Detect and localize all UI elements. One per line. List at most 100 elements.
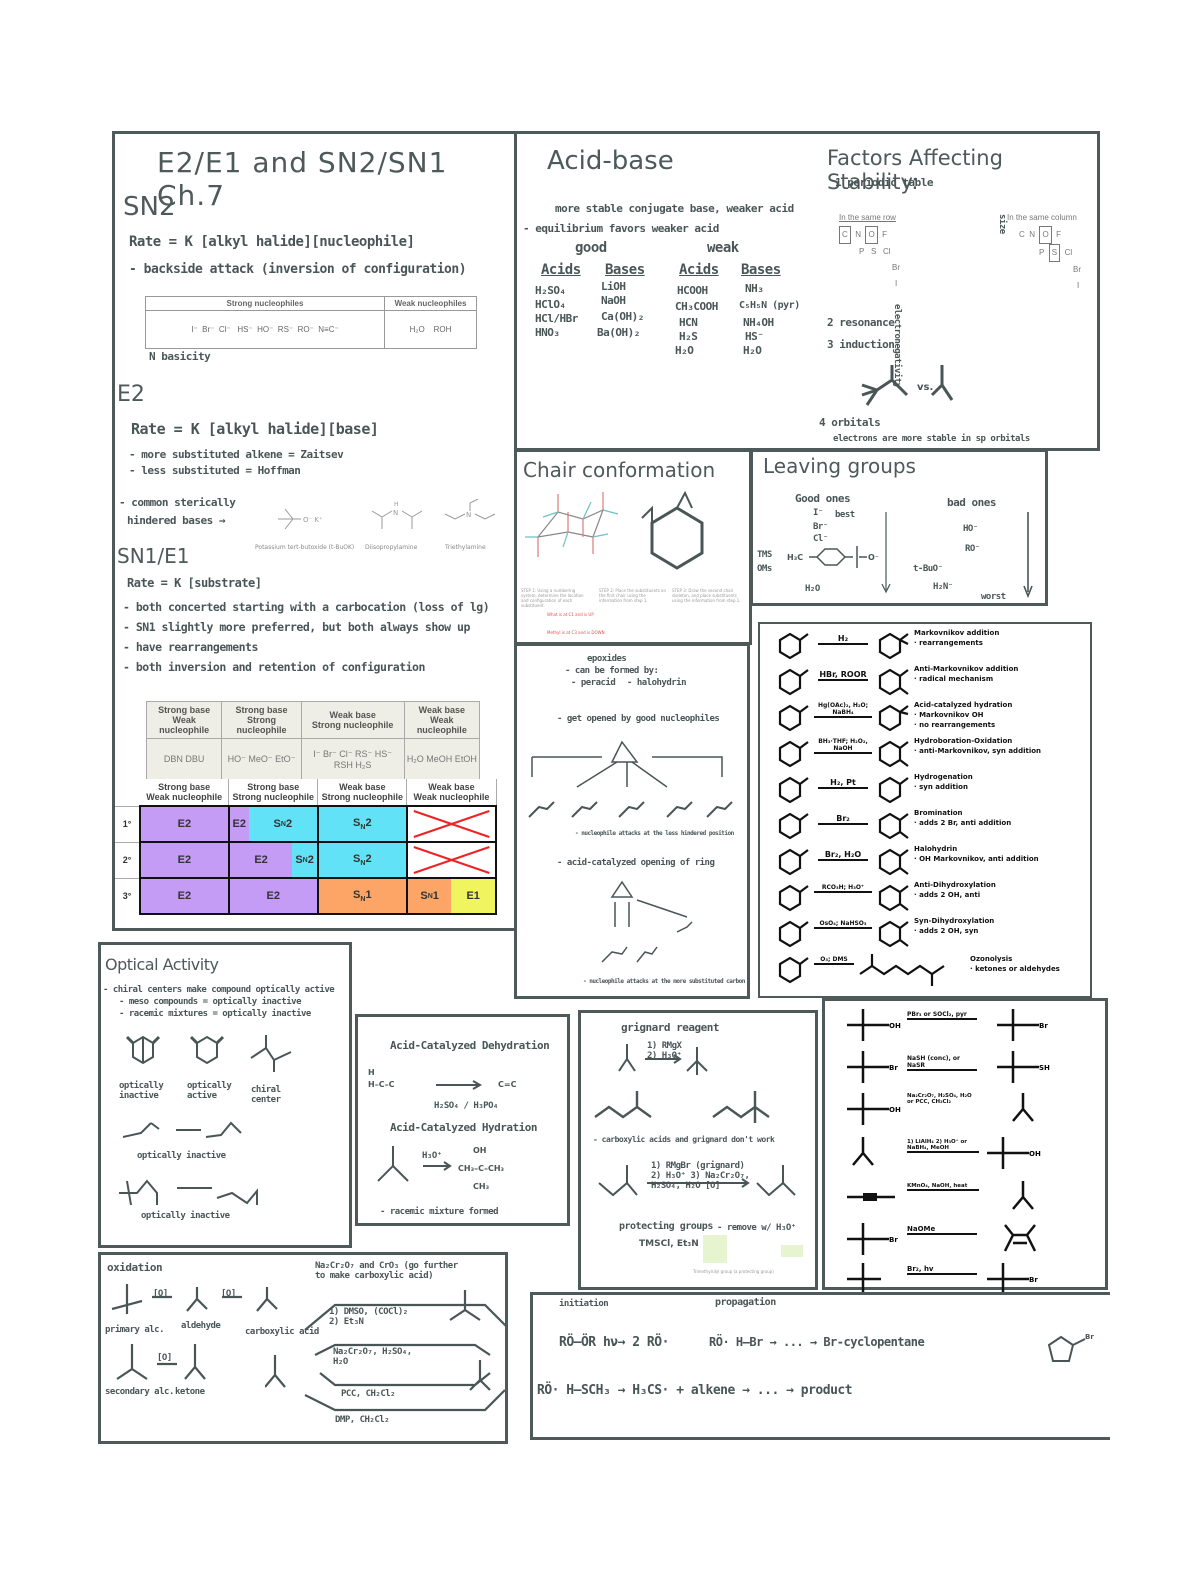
sn1e1-heading: SN1/E1 — [117, 544, 190, 568]
hindered-label-2: hindered bases → — [127, 514, 225, 527]
svg-text:O⁻: O⁻ — [868, 553, 879, 562]
bad-lg-amide: H₂N⁻ — [933, 582, 953, 592]
optical-label-inactive: optically inactive — [119, 1081, 164, 1101]
epoxide-note-4: - get opened by good nucleophiles — [557, 714, 720, 724]
cell-e2: E2 — [139, 805, 230, 843]
svg-text:N: N — [466, 511, 471, 519]
sn1e1-note-4: - both inversion and retention of config… — [123, 660, 425, 674]
e2-heading: E2 — [117, 382, 145, 407]
alkene-reaction-row: Br₂ Bromination · adds 2 Br, anti additi… — [774, 808, 1094, 844]
ox-route-dmp: DMP, CH₂Cl₂ — [335, 1415, 390, 1425]
reagent-examples-4: H₂O MeOH EtOH — [403, 738, 481, 780]
svg-text:vs.: vs. — [917, 382, 933, 393]
ketone-synthesis-icon — [598, 1165, 796, 1197]
chiral-ring-icon — [189, 1035, 225, 1065]
product-ring-icon — [878, 812, 909, 840]
tertiary-bromide-icon: Br — [847, 1051, 898, 1083]
svg-text:H: H — [368, 1068, 375, 1077]
acid-base-title: Acid-base — [547, 146, 674, 176]
otms-highlight — [781, 1245, 803, 1257]
radical-eq-2: RÖ· H–Br → ... → Br-cyclopentane — [709, 1335, 925, 1349]
weak-bases-header: Bases — [741, 262, 781, 278]
svg-text:SH: SH — [1039, 1064, 1050, 1072]
red-x-icon — [413, 810, 490, 838]
epoxide-note-1: - can be formed by: — [565, 666, 659, 676]
cell-sn1: SN1 — [316, 877, 408, 915]
good-down-arrow-icon — [881, 512, 891, 594]
primary-oxidation-icon — [111, 1284, 278, 1314]
svg-text:OH: OH — [1029, 1150, 1041, 1158]
product-ring-icon — [878, 848, 909, 876]
weak-base-item: NH₃ — [745, 282, 764, 295]
ts-label-oms: OMs — [757, 564, 772, 574]
ester-grignard-icon — [594, 1091, 770, 1123]
svg-text:Br: Br — [1029, 1276, 1038, 1284]
alkyne-icon — [847, 1193, 895, 1201]
epoxide-panel: epoxides - can be formed by: - peracid -… — [514, 643, 750, 999]
protecting-reagent: TMSCl, Et₃N — [639, 1239, 699, 1249]
methylcyclohexene-icon — [778, 776, 809, 804]
svg-text:Br: Br — [889, 1064, 898, 1072]
svg-text:OH: OH — [889, 1022, 901, 1030]
optical-note-1: - chiral centers make compound optically… — [103, 985, 335, 995]
protecting-note: - remove w/ H₃O⁺ — [717, 1223, 796, 1233]
bad-down-arrow-icon — [1023, 512, 1033, 598]
propagation-label: propagation — [715, 1297, 776, 1308]
oxidation-panel: oxidation Na₂Cr₂O₇ and CrO₃ (go further … — [98, 1252, 508, 1444]
e2-note-zaitsev: - more substituted alkene = Zaitsev — [129, 448, 344, 461]
outcome-grid: Strong base Weak nucleophile Strong base… — [115, 779, 498, 915]
ox-arrow-label-2: [O] — [221, 1289, 236, 1299]
reagent-examples-3: I⁻ Br⁻ Cl⁻ RS⁻ HS⁻ RSH H₂S — [300, 738, 405, 780]
size-note: size — [997, 214, 1007, 234]
tosylate-structure-icon: H₃C O⁻ — [787, 546, 879, 568]
cell-sn2: SN2 — [316, 805, 408, 843]
acid-base-panel: Acid-base more stable conjugate base, we… — [514, 131, 1100, 451]
ox-route-pcc: PCC, CH₂Cl₂ — [341, 1389, 396, 1399]
leaving-groups-panel: Leaving groups Good ones best I⁻ Br⁻ Cl⁻… — [750, 449, 1048, 606]
methylcyclohexene-icon — [778, 740, 809, 768]
cyclopentane-product-icon: Br — [1047, 1333, 1094, 1362]
worst-label: worst — [981, 592, 1006, 602]
best-label: best — [835, 510, 855, 520]
product-ring-icon — [878, 668, 909, 696]
ox-arrow-label-1: [O] — [153, 1289, 168, 1299]
epoxide-note-2: - peracid — [571, 678, 616, 688]
tbuok-structure-icon: O⁻ K⁺ — [278, 508, 323, 530]
chair-step-1: STEP 1: Using a numbering system, determ… — [521, 588, 584, 608]
good-base-item: NaOH — [601, 294, 626, 307]
multi-step-reagent: 1) RMgBr (grignard) 2) H₃O⁺ 3) Na₂Cr₂O₇,… — [651, 1161, 750, 1191]
cell-e2: E2 — [139, 877, 230, 915]
red-x-icon — [413, 846, 490, 874]
acid-base-note-2: - equilibrium favors weaker acid — [523, 222, 719, 235]
hindered-label-1: - common sterically — [119, 496, 236, 509]
radical-eq-1: RÖ–ÖR hν→ 2 RÖ· — [559, 1335, 669, 1350]
weak-acid-item: H₂O — [675, 344, 694, 357]
alkene-reaction-row: OsO₄; NaHSO₃ Syn-Dihydroxylation · adds … — [774, 916, 1094, 952]
reagent-header-2: Strong base Strong nucleophile — [221, 701, 302, 739]
svg-text:OH: OH — [889, 1106, 901, 1114]
chair-title: Chair conformation — [523, 458, 716, 482]
chair-step-2: STEP 2: Place the substituents on the fi… — [599, 588, 667, 603]
weak-base-item: HS⁻ — [745, 330, 764, 343]
product-ring-icon — [878, 920, 909, 948]
sn1e1-rate: Rate = K [substrate] — [127, 576, 262, 590]
methylcyclohexene-icon — [778, 812, 809, 840]
reagent-header-1: Strong base Weak nucleophile — [145, 701, 223, 739]
methylcyclohexene-icon — [778, 884, 809, 912]
racemic-note: - racemic mixture formed — [380, 1207, 499, 1217]
bad-lg-hydroxide: HO⁻ — [963, 524, 978, 534]
weak-base-item: H₂O — [743, 344, 762, 357]
sn2-rate: Rate = K [alkyl halide][nucleophile] — [129, 234, 415, 250]
good-base-item: LiOH — [601, 280, 626, 293]
good-label: good — [575, 240, 607, 256]
acid-epoxide-icon — [601, 880, 693, 963]
racemic-reaction-2-icon — [119, 1179, 258, 1206]
good-acid-item: H₂SO₄ — [535, 284, 566, 297]
grignard-note: - carboxylic acids and grignard don't wo… — [593, 1135, 775, 1144]
stability-title: Factors Affecting Stability: — [827, 146, 1003, 194]
base-name-diisopropylamine: Diisopropylamine — [365, 544, 418, 551]
svg-text:H–C–C: H–C–C — [368, 1080, 395, 1089]
hydration-title: Acid-Catalyzed Hydration — [390, 1121, 537, 1134]
